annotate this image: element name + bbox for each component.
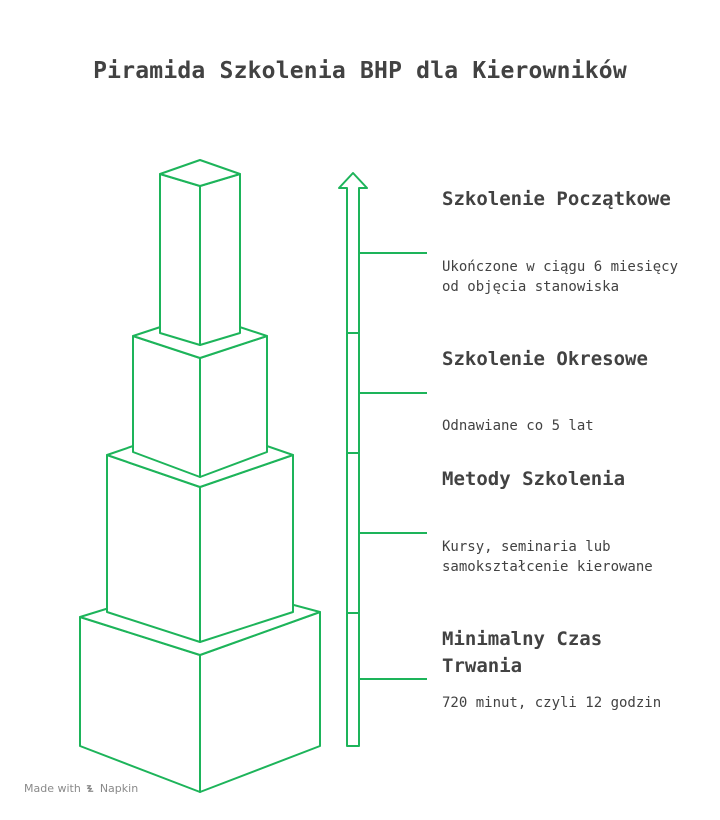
level-description-3: Kursy, seminaria lub samokształcenie kie…: [442, 539, 653, 575]
level-label-1: Szkolenie Początkowe: [442, 188, 671, 210]
block-1-right-face: [199, 173, 241, 346]
level-description-4: 720 minut, czyli 12 godzin: [442, 695, 662, 711]
block-1-top-face: [159, 159, 241, 187]
up-arrow: [338, 172, 368, 747]
level-label-4: Minimalny Czas Trwania: [442, 628, 603, 677]
made-with-footer: Made with Napkin: [24, 782, 138, 795]
level-description-2: Odnawiane co 5 lat: [442, 418, 594, 434]
block-level-1: [159, 159, 241, 346]
block-2-left-face: [132, 335, 201, 478]
level-description-1: Ukończone w ciągu 6 miesięcy od objęcia …: [442, 259, 679, 295]
made-with-text: Made with: [24, 782, 81, 795]
brand-name: Napkin: [99, 782, 139, 795]
block-2-right-face: [199, 335, 268, 478]
napkin-logo-icon: [86, 785, 94, 792]
diagram-title: Piramida Szkolenia BHP dla Kierowników: [93, 58, 627, 84]
level-label-2: Szkolenie Okresowe: [442, 348, 648, 370]
block-1-left-face: [159, 173, 201, 346]
level-label-3: Metody Szkolenia: [442, 468, 626, 490]
